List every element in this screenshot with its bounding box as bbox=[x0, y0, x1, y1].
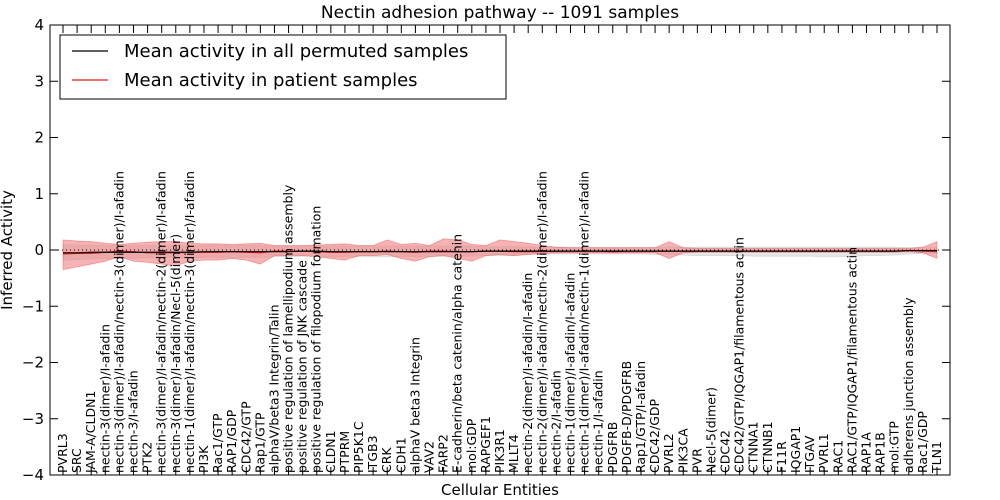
x-tick-label: mol:GTP bbox=[887, 421, 902, 473]
x-tick-label: CLDN1 bbox=[323, 430, 338, 473]
x-tick-label: CDH1 bbox=[393, 437, 408, 473]
x-tick-label: Rap1/GTP/I-afadin bbox=[633, 361, 648, 473]
x-tick-label: ITGAV bbox=[802, 435, 817, 473]
x-tick-label: Rac1/GTP bbox=[210, 413, 225, 473]
x-tick-label: PVRL1 bbox=[816, 433, 831, 473]
x-tick-label: TLN1 bbox=[929, 441, 944, 474]
x-tick-label: nectin-2/I-afadin bbox=[548, 370, 563, 473]
x-tick-label: RAP1B bbox=[873, 432, 888, 473]
x-tick-label: PTK2 bbox=[140, 442, 155, 473]
x-tick-label: CDC42/GTP/IQGAP1/filamentous actin bbox=[732, 237, 747, 473]
y-tick-label: −1 bbox=[22, 297, 44, 315]
legend-box bbox=[59, 34, 507, 100]
x-tick-label: CTNNB1 bbox=[760, 421, 775, 473]
x-tick-label: CTNNA1 bbox=[746, 421, 761, 473]
x-tick-label: CDC42 bbox=[718, 430, 733, 473]
chart-title: Nectin adhesion pathway -- 1091 samples bbox=[321, 3, 679, 23]
x-tick-label: nectin-3(dimer)/I-afadin bbox=[97, 324, 112, 473]
y-tick-label: 1 bbox=[34, 185, 44, 203]
x-tick-label: RAP1A bbox=[859, 432, 874, 473]
x-tick-label: RAC1 bbox=[830, 440, 845, 473]
x-tick-label: PDGFRB bbox=[605, 422, 620, 473]
x-tick-label: IQGAP1 bbox=[788, 426, 803, 473]
x-tick-label: alphaV/beta3 Integrin/Talin bbox=[266, 305, 281, 474]
legend: Mean activity in all permuted samplesMea… bbox=[59, 34, 507, 100]
x-tick-label: PVRL3 bbox=[55, 433, 70, 473]
x-tick-label: RAP1/GDP bbox=[224, 409, 239, 473]
series-band-1 bbox=[62, 238, 938, 271]
y-tick-label: 4 bbox=[34, 16, 44, 34]
x-tick-label: VAV2 bbox=[422, 441, 437, 473]
x-tick-label: RAC1/GTP/IQGAP1/filamentous actin bbox=[844, 247, 859, 473]
x-tick-label: ITGB3 bbox=[365, 435, 380, 473]
x-tick-label: PIK3R1 bbox=[492, 429, 507, 473]
x-tick-label: CDC42/GDP bbox=[647, 398, 662, 473]
plot-frame bbox=[49, 24, 951, 476]
x-tick-label: FARP2 bbox=[436, 434, 451, 473]
x-tick-label: positive regulation of filopodium format… bbox=[309, 206, 324, 473]
x-tick-label: PI3K bbox=[196, 445, 211, 473]
series-line-0 bbox=[63, 249, 937, 254]
x-tick-label: JAM-A/CLDN1 bbox=[83, 391, 98, 474]
x-tick-label: nectin-1/I-afadin bbox=[591, 370, 606, 473]
x-tick-label: nectin-1(dimer)/I-afadin/I-afadin bbox=[562, 273, 577, 473]
x-tick-label: nectin-2(dimer)/I-afadin/I-afadin bbox=[520, 273, 535, 473]
x-tick-label: PIP5K1C bbox=[351, 421, 366, 473]
x-tick-label: CRK bbox=[379, 447, 394, 473]
x-tick-label: nectin-2(dimer)/I-afadin/nectin-2(dimer)… bbox=[534, 171, 549, 473]
x-tick-label: Rap1/GTP bbox=[252, 412, 267, 473]
x-tick-label: E-cadherin/beta catenin/alpha catenin bbox=[450, 234, 465, 473]
x-tick-label: mol:GDP bbox=[464, 418, 479, 473]
x-tick-label: SRC bbox=[69, 448, 84, 473]
y-tick-label: 3 bbox=[34, 72, 44, 90]
x-tick-label: PVRL2 bbox=[661, 433, 676, 473]
x-tick-label: nectin-3/I-afadin bbox=[125, 370, 140, 473]
x-tick-label: MLLT4 bbox=[506, 434, 521, 473]
x-tick-label: Necl-5(dimer) bbox=[703, 387, 718, 473]
x-tick-label: F11R bbox=[774, 441, 789, 473]
x-tick-label: adherens junction assembly bbox=[901, 297, 916, 473]
x-tick-label: PVR bbox=[689, 448, 704, 473]
x-tick-label: RAPGEF1 bbox=[478, 416, 493, 473]
y-tick-label: 2 bbox=[34, 129, 44, 147]
y-axis-label: Inferred Activity bbox=[0, 190, 16, 310]
x-tick-label: CDC42/GTP bbox=[238, 401, 253, 473]
y-tick-label: −3 bbox=[22, 410, 44, 428]
x-tick-label: PDGFB-D/PDGFRB bbox=[619, 361, 634, 473]
legend-label-1: Mean activity in patient samples bbox=[124, 70, 418, 91]
y-tick-label: −2 bbox=[22, 354, 44, 372]
x-tick-label: positive regulation of JNK cascade bbox=[295, 260, 310, 473]
x-axis-label: Cellular Entities bbox=[441, 481, 559, 499]
x-tick-label: nectin-1(dimer)/I-afadin/nectin-1(dimer)… bbox=[577, 171, 592, 473]
x-tick-label: Rac1/GDP bbox=[915, 411, 930, 473]
x-tick-label: nectin-3(dimer)/I-afadin/nectin-2(dimer)… bbox=[154, 171, 169, 473]
x-tick-label: nectin-3(dimer)/I-afadin/Necl-5(dimer) bbox=[168, 234, 183, 473]
x-tick-label: positive regulation of lamellipodium ass… bbox=[281, 184, 296, 473]
x-tick-label: alphaV beta3 Integrin bbox=[407, 337, 422, 473]
y-tick-label: 0 bbox=[34, 241, 44, 259]
x-tick-label: PIK3CA bbox=[675, 428, 690, 473]
x-tick-label: PTPRM bbox=[337, 431, 352, 473]
legend-label-0: Mean activity in all permuted samples bbox=[124, 41, 468, 62]
y-tick-label: −4 bbox=[22, 466, 44, 484]
x-tick-label: nectin-1(dimer)/I-afadin/nectin-3(dimer)… bbox=[182, 171, 197, 473]
x-tick-label: nectin-3(dimer)/I-afadin/nectin-3(dimer)… bbox=[111, 171, 126, 473]
